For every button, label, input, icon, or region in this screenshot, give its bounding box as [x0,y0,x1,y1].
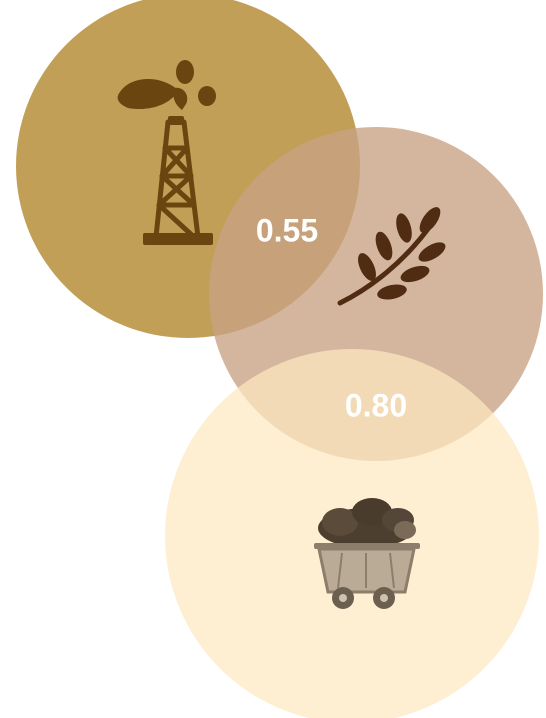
oil-derrick-icon [117,60,216,245]
grain-coal-correlation-label: 0.80 [344,387,408,424]
coal-cart-icon [314,498,420,609]
oil-grain-correlation-label: 0.55 [255,212,319,249]
wheat-icon [337,207,446,306]
